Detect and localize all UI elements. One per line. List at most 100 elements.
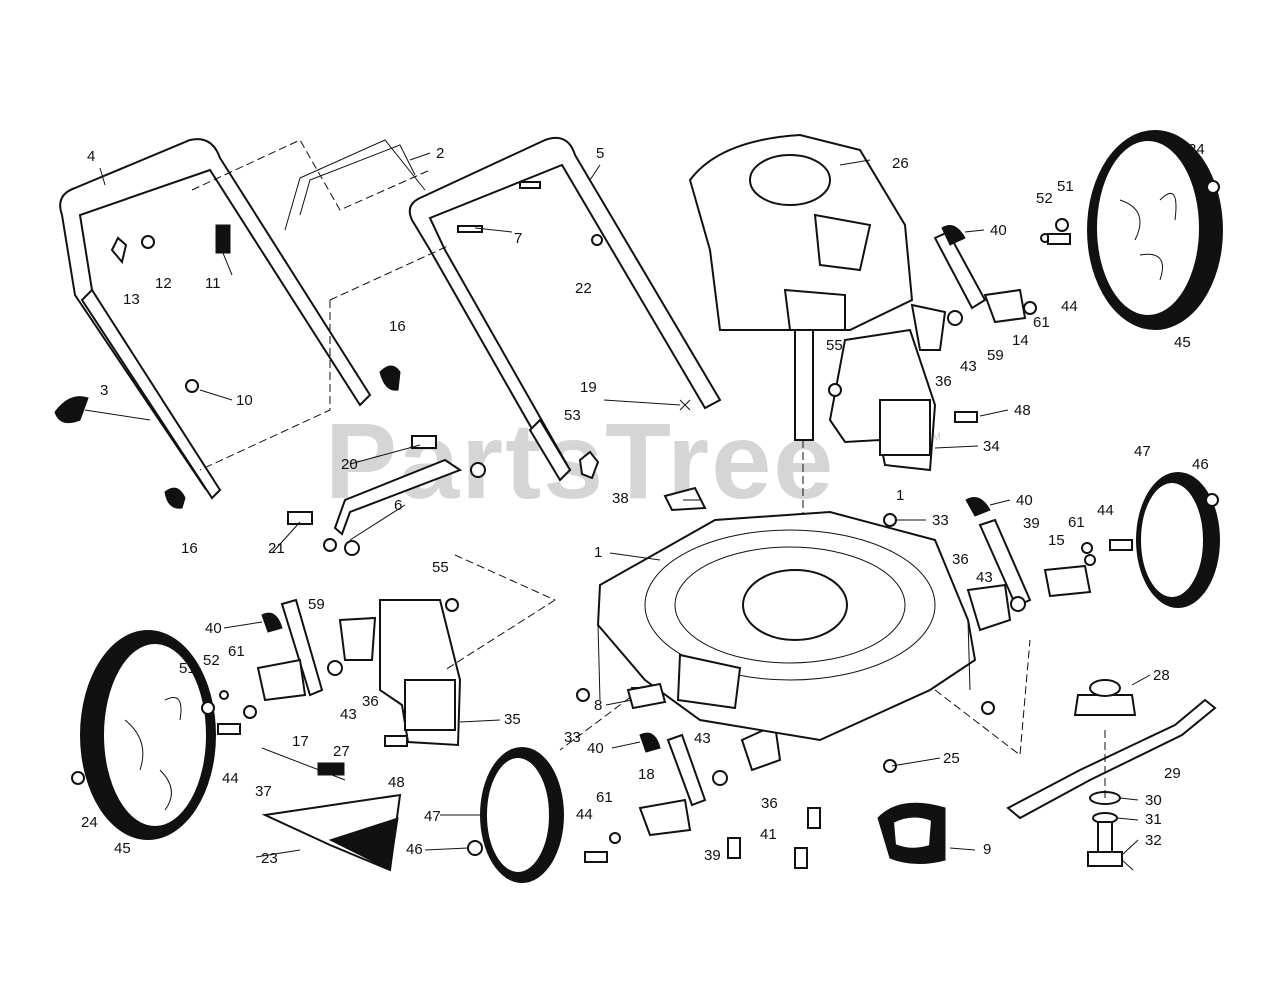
- pivot-bracket-17: [256, 658, 307, 702]
- callout-59-left: 59: [308, 596, 325, 613]
- callout-24-left: 24: [81, 814, 98, 831]
- handle-knob-16-upper: [379, 365, 401, 391]
- adjuster-lever-39-bottom: [666, 733, 707, 807]
- blade-bolt-32: [1087, 730, 1123, 867]
- handle-knob-3: [54, 396, 151, 424]
- callout-40-left: 40: [205, 620, 222, 637]
- bolt-20: [411, 435, 437, 449]
- callout-14: 14: [1012, 332, 1029, 349]
- callout-47-right: 47: [1134, 443, 1151, 460]
- adjuster-lever-39-right: [978, 518, 1032, 608]
- callout-55-left: 55: [432, 559, 449, 576]
- callout-16-upper: 16: [389, 318, 406, 335]
- height-adjust-plate-36-left: [338, 616, 377, 661]
- callout-33-right: 33: [932, 512, 949, 529]
- callout-1: 1: [594, 544, 602, 561]
- callout-17: 17: [292, 733, 309, 750]
- callout-20: 20: [341, 456, 358, 473]
- upper-bail-rod: [284, 139, 426, 231]
- callout-40-bottom: 40: [587, 740, 604, 757]
- callout-7: 7: [514, 230, 522, 247]
- callout-31: 31: [1145, 811, 1162, 828]
- callout-6: 6: [394, 497, 402, 514]
- callout-26: 26: [892, 155, 909, 172]
- callout-39-bottom: 39: [704, 847, 721, 864]
- callout-61-top: 61: [1033, 314, 1050, 331]
- blade-adapter-28: [1073, 679, 1137, 716]
- callout-51-left: 51: [179, 660, 196, 677]
- adjuster-lever-59-top: [933, 230, 987, 310]
- callout-27: 27: [333, 743, 350, 760]
- rear-wheel-45-right: [1087, 130, 1223, 330]
- callout-52-left: 52: [203, 652, 220, 669]
- handle-knob-16-lower: [164, 487, 186, 509]
- callout-35: 35: [504, 711, 521, 728]
- spacer-8: [626, 682, 667, 710]
- cable-tie-22: [591, 234, 603, 246]
- callout-51-right: 51: [1057, 178, 1074, 195]
- callout-40-top: 40: [990, 222, 1007, 239]
- screw-12: [141, 235, 155, 249]
- callout-46-right: 46: [1192, 456, 1209, 473]
- callout-43-top: 43: [960, 358, 977, 375]
- knob-40-c: [261, 612, 283, 633]
- callout-36-left: 36: [362, 693, 379, 710]
- height-adjust-plate-36-top: [910, 303, 947, 351]
- callout-22: 22: [575, 280, 592, 297]
- callout-12: 12: [155, 275, 172, 292]
- washer-10: [185, 379, 199, 393]
- callout-39-right: 39: [1023, 515, 1040, 532]
- callout-16-lower: 16: [181, 540, 198, 557]
- knob-40-b: [965, 497, 991, 517]
- height-adjust-rod-6: [333, 458, 463, 536]
- callout-30: 30: [1145, 792, 1162, 809]
- callout-33-left: 33: [564, 729, 581, 746]
- pivot-bracket-15: [1043, 564, 1092, 598]
- baffle-38: [663, 486, 707, 512]
- callout-36-bottom: 36: [761, 795, 778, 812]
- side-chute-9: [877, 802, 946, 864]
- rear-deflector-23: [261, 793, 402, 872]
- spring-27: [317, 762, 345, 776]
- callout-36-top: 36: [935, 373, 952, 390]
- callout-48-top: 48: [1014, 402, 1031, 419]
- clip-53: [578, 450, 600, 480]
- callout-18: 18: [638, 766, 655, 783]
- callout-44-top: 44: [1061, 298, 1078, 315]
- callout-43-bottom: 43: [694, 730, 711, 747]
- callout-28: 28: [1153, 667, 1170, 684]
- callout-34: 34: [983, 438, 1000, 455]
- callout-8: 8: [594, 697, 602, 714]
- callout-11: 11: [205, 275, 221, 292]
- front-wheel-47-right: [1136, 472, 1220, 608]
- leader-lines: [99, 152, 1151, 871]
- callout-53: 53: [564, 407, 581, 424]
- callout-45-right: 45: [1174, 334, 1191, 351]
- callout-25: 25: [943, 750, 960, 767]
- rear-wheel-45-left: [80, 630, 216, 840]
- callout-44-left: 44: [222, 770, 239, 787]
- spring-11: [215, 224, 233, 276]
- deck-dash-guides: [444, 554, 1031, 756]
- callout-23: 23: [261, 850, 278, 867]
- bolt-21: [287, 511, 313, 525]
- cable-tie-19: [679, 399, 691, 411]
- callout-59-top: 59: [987, 347, 1004, 364]
- callout-19: 19: [580, 379, 597, 396]
- callout-40-right: 40: [1016, 492, 1033, 509]
- handle-dash-guides: [191, 139, 451, 471]
- callout-2: 2: [436, 145, 444, 162]
- mower-deck-1: [596, 510, 977, 742]
- callout-55-top: 55: [826, 337, 843, 354]
- callout-4: 4: [87, 148, 95, 165]
- callout-9: 9: [983, 841, 991, 858]
- blade-29: [1006, 698, 1217, 820]
- callout-45-left: 45: [114, 840, 131, 857]
- callout-1-top: 1: [896, 487, 904, 504]
- callout-61-left: 61: [228, 643, 245, 660]
- callout-44-right: 44: [1097, 502, 1114, 519]
- callout-43-right: 43: [976, 569, 993, 586]
- callout-61-right: 61: [1068, 514, 1085, 531]
- callout-3: 3: [100, 382, 108, 399]
